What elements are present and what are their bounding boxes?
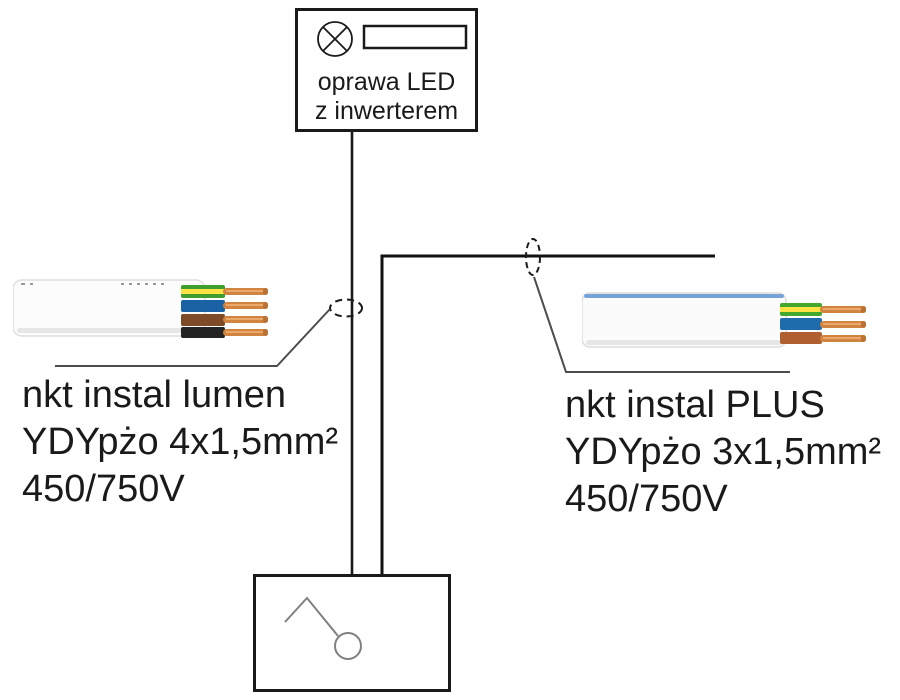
conductor-brown [181,314,268,326]
left-cable-label: nkt instal lumen YDYpżo 4x1,5mm² 450/750… [22,372,338,513]
sheath-print-marks [21,283,164,285]
left-cable-spec: YDYpżo 4x1,5mm² [22,421,339,463]
right-cable-voltage: 450/750V [565,478,728,520]
lamp-icon [317,21,353,57]
left-cable-voltage: 450/750V [22,468,185,510]
luminaire-label-line2: z inwerterem [314,97,459,125]
right-cable-brand: nkt instal PLUS [565,384,825,426]
right-junction-marker-ellipse [525,238,541,276]
conductor-green-yellow [780,303,866,316]
switch-branch-wire [380,254,715,576]
left-cable-brand: nkt instal lumen [22,374,287,416]
left-cable-leader-line [55,308,331,367]
right-cable-spec: YDYpżo 3x1,5mm² [565,431,882,473]
cable-photo-right [582,292,866,348]
left-junction-marker-ellipse [329,298,363,318]
copper-wire [223,288,268,295]
conductor-brown [780,332,866,344]
right-cable-label: nkt instal PLUS YDYpżo 3x1,5mm² 450/750V [565,382,881,523]
copper-wire [223,329,268,336]
conductor-black [181,327,268,338]
led-tube-icon [362,24,468,50]
conductor-blue [780,318,866,330]
sheath-shadow [17,328,201,333]
luminaire-label: oprawa LED z inwerterem [298,68,475,126]
one-pole-switch-icon [284,596,362,660]
switch-box [253,574,451,692]
copper-wire [820,306,866,313]
sheath-shadow [586,340,782,345]
luminaire-box: oprawa LED z inwerterem [295,8,478,132]
conductor-green-yellow [181,285,268,298]
cable-photo-left [13,279,268,338]
copper-wire [820,321,866,328]
conductor-blue [181,300,268,312]
copper-wire [223,316,268,323]
cable-sheath [582,292,787,348]
right-cable-leader-line [533,276,790,373]
luminaire-label-line1: oprawa LED [317,68,456,96]
sheath-top-stripe [584,294,784,298]
luminaire-symbols [317,21,468,57]
copper-wire [223,302,268,309]
cable-sheath [13,279,206,337]
copper-wire [820,335,866,342]
